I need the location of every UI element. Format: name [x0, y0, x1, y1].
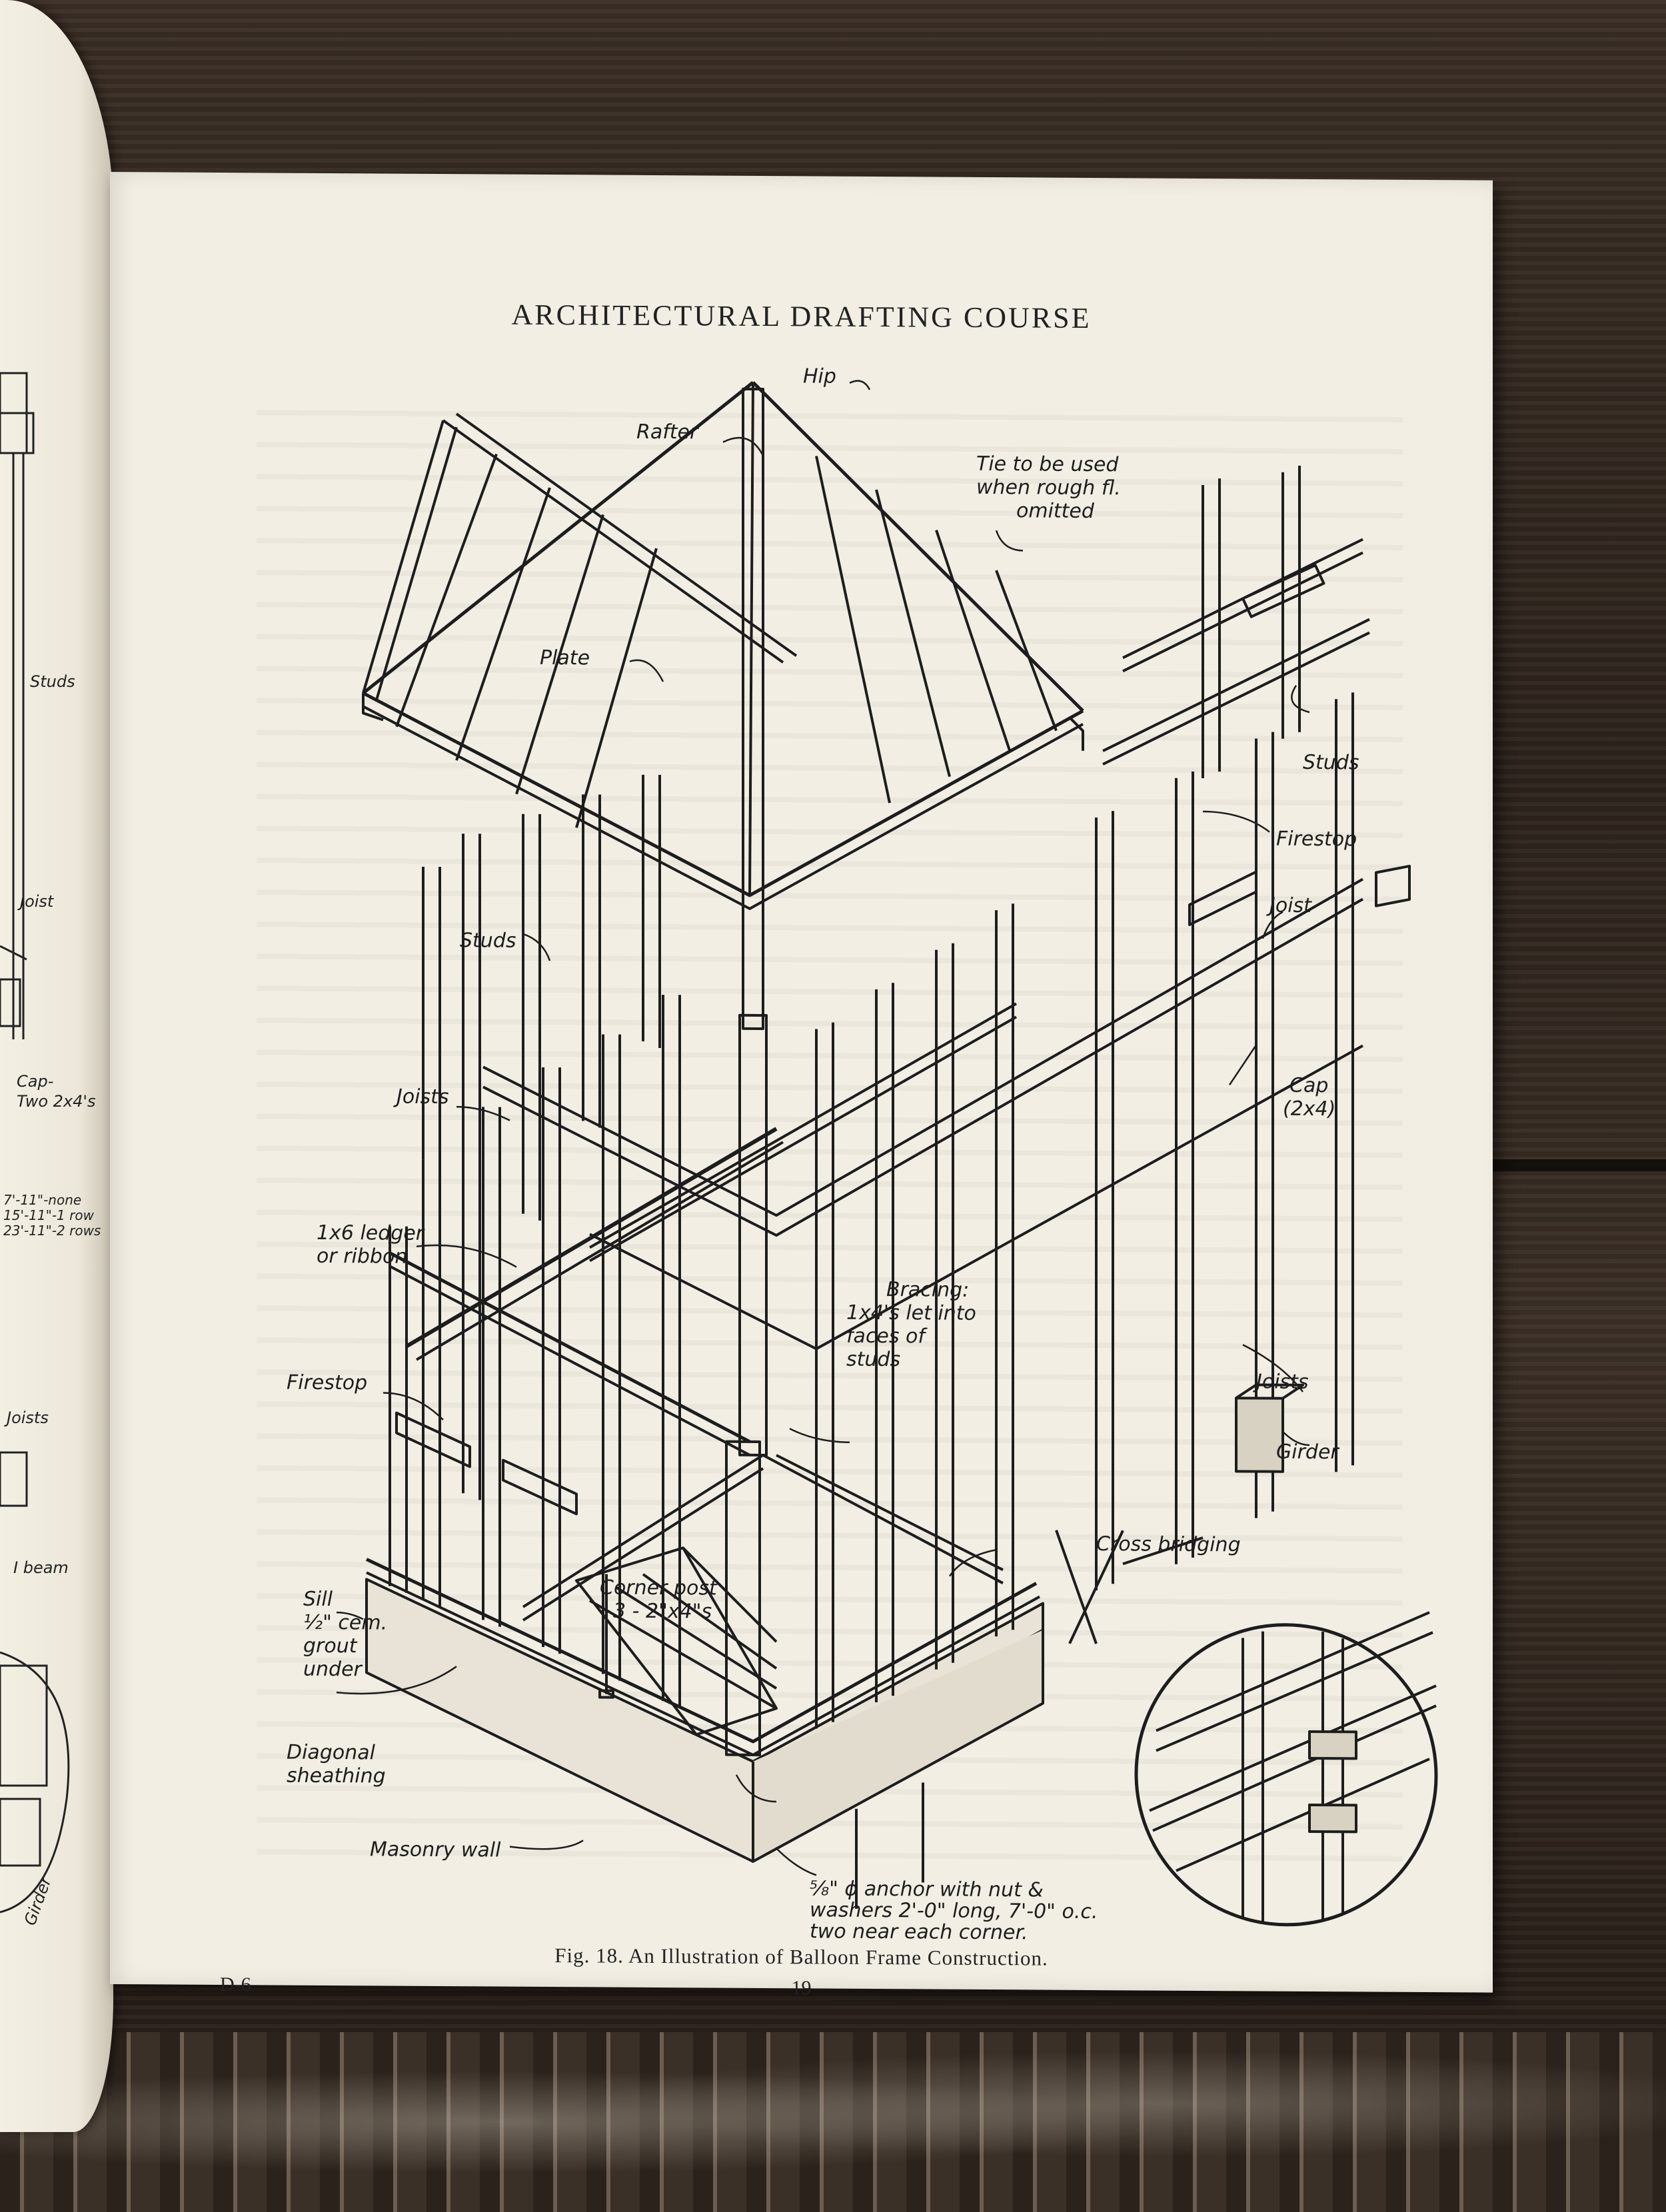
label-bracing-4: studs: [846, 1348, 900, 1371]
label-bracing-2: 1x4's let into: [846, 1301, 976, 1325]
label-tie-3: omitted: [1016, 499, 1095, 523]
label-ledger: 1x6 ledger: [317, 1221, 425, 1245]
left-page: Studs Joist Cap- Two 2x4's 7'-11"-none 1…: [0, 0, 113, 2132]
label-anchor-3: two near each corner.: [810, 1920, 1028, 1944]
label-bracing: Bracing:: [886, 1278, 969, 1302]
label-cross-bridging: Cross bridging: [1096, 1532, 1241, 1556]
left-label-joists: Joists: [7, 1408, 49, 1427]
label-tie-2: when rough fl.: [976, 476, 1121, 500]
label-grout-2: grout: [303, 1634, 358, 1658]
label-girder: Girder: [1276, 1440, 1339, 1464]
label-anchor-2: washers 2'-0" long, 7'-0" o.c.: [810, 1898, 1098, 1924]
left-label-cap2: Two 2x4's: [17, 1092, 96, 1111]
table-bottom-board: [0, 2032, 1666, 2212]
bracing-upper: [405, 1127, 778, 1349]
left-label-joist: Joist: [20, 892, 54, 911]
label-cap-2: (2x4): [1283, 1097, 1335, 1121]
label-hip: Hip: [803, 364, 836, 388]
corner-post: [725, 1440, 761, 1756]
label-joists-right: Joists: [1253, 1370, 1309, 1394]
sill: [365, 1558, 1038, 1744]
label-anchor: ⅝" ϕ anchor with nut &: [810, 1877, 1044, 1902]
plate: [362, 692, 1084, 897]
label-tie: Tie to be used: [976, 452, 1119, 476]
label-joist-right: Joist: [1266, 894, 1312, 917]
label-diagonal-2: sheathing: [287, 1764, 386, 1788]
label-bracing-3: faces of: [846, 1325, 928, 1349]
label-firestop-right: Firestop: [1276, 828, 1357, 851]
left-label-cap: Cap-: [17, 1072, 54, 1091]
label-ledger-2: or ribbon: [317, 1245, 407, 1269]
label-grout-3: under: [303, 1658, 363, 1682]
left-label-beam: I beam: [13, 1558, 69, 1577]
label-studs-left: Studs: [460, 929, 516, 953]
balloon-frame-drawing: Hip Rafter Tie to be used when rough fl.…: [287, 364, 1438, 1944]
label-masonry-wall: Masonry wall: [370, 1838, 501, 1862]
girder: [1235, 1396, 1284, 1473]
left-label-studs: Studs: [30, 672, 75, 691]
label-plate: Plate: [540, 646, 590, 670]
book-page: ARCHITECTURAL DRAFTING COURSE: [110, 172, 1493, 1999]
ledger-ribbon: [389, 1251, 751, 1444]
label-grout: ½" cem.: [303, 1611, 387, 1635]
left-label-dims: 7'-11"-none 15'-11"-1 row 23'-11"-2 rows: [3, 1192, 101, 1239]
tie-member: [1242, 564, 1325, 618]
label-studs-right: Studs: [1303, 751, 1359, 775]
label-cap: Cap: [1289, 1074, 1328, 1097]
detail-inset: [1134, 1623, 1438, 1927]
label-corner-post-2: 3 - 2"x4"s: [613, 1600, 712, 1624]
label-joists-left: Joists: [393, 1085, 449, 1109]
label-corner-post: Corner post: [600, 1576, 718, 1600]
label-rafter: Rafter: [636, 420, 699, 444]
left-page-drawing: [0, 372, 70, 1914]
label-diagonal: Diagonal: [287, 1741, 376, 1765]
label-firestop-left: Firestop: [287, 1371, 367, 1395]
label-sill: Sill: [303, 1588, 333, 1611]
